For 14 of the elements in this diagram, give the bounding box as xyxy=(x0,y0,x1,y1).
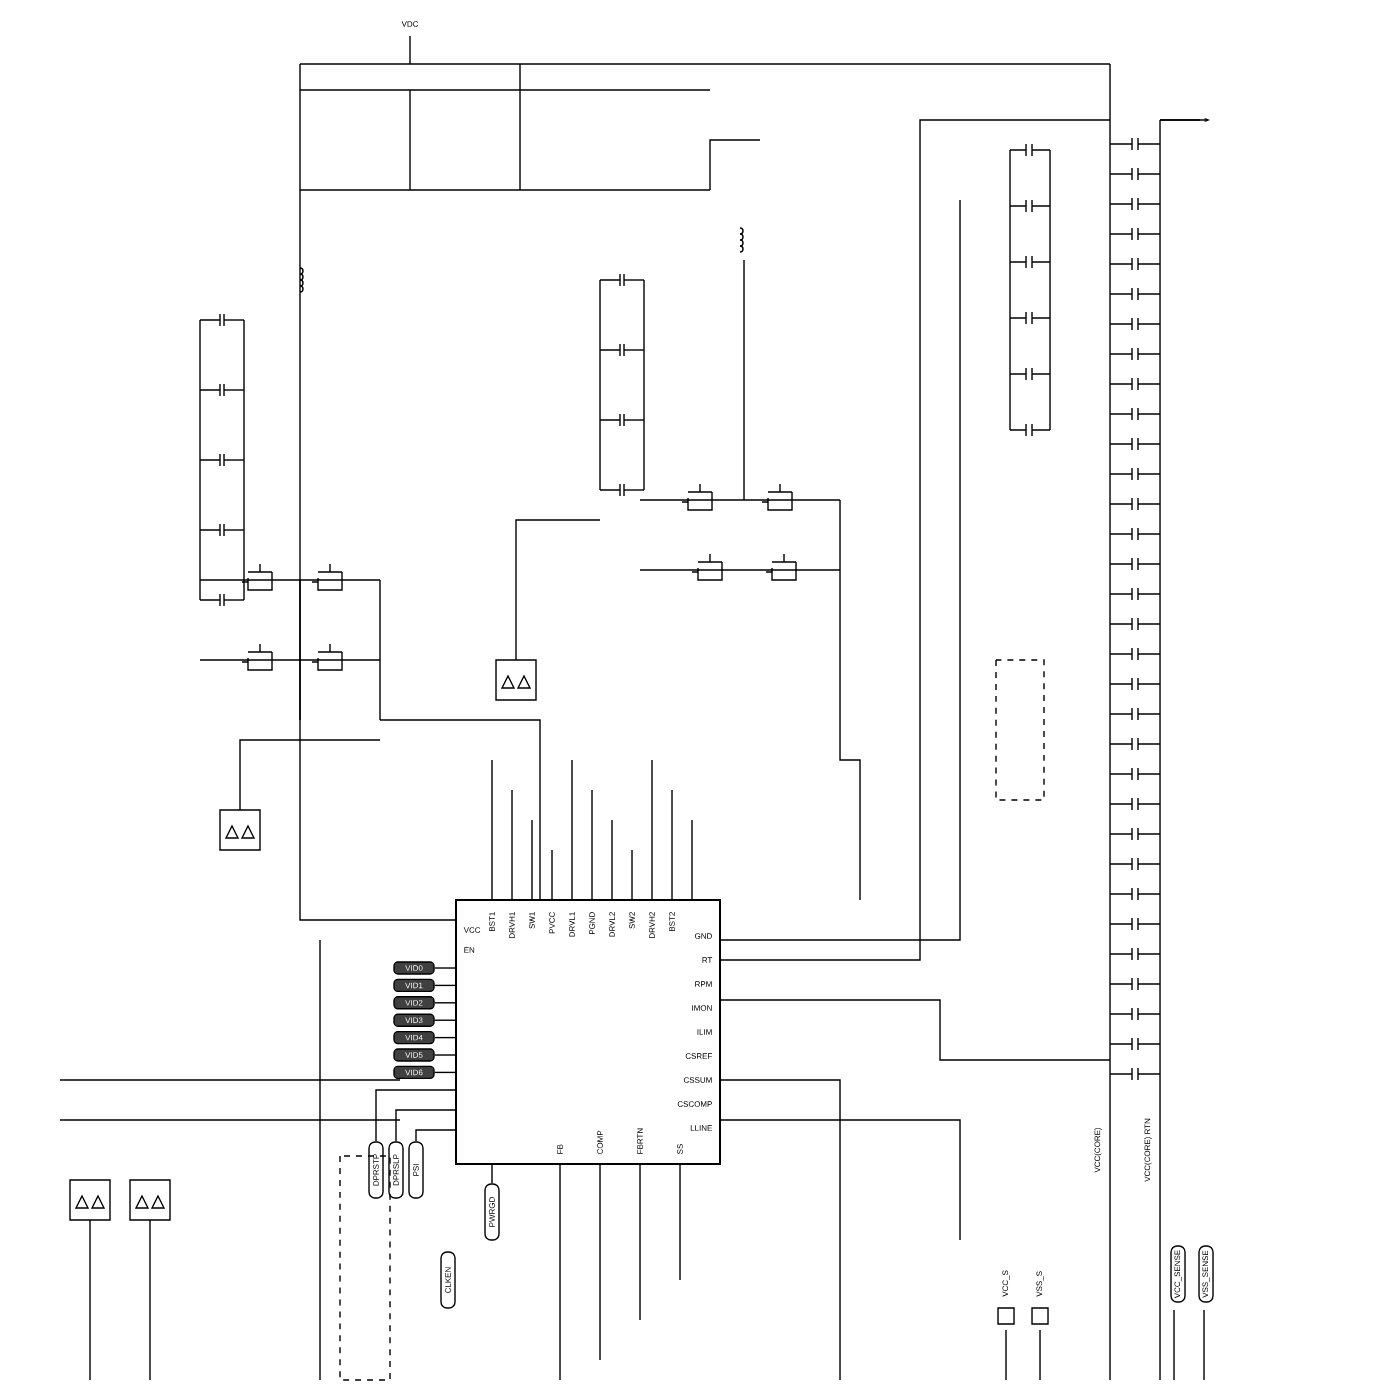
wire xyxy=(434,1071,456,1074)
wire xyxy=(395,1109,456,1142)
wire xyxy=(434,1019,456,1021)
wire xyxy=(434,1054,456,1056)
wire xyxy=(434,1002,456,1004)
ic-chip xyxy=(455,899,721,1165)
wire xyxy=(415,1129,456,1142)
wire xyxy=(434,984,456,987)
wire xyxy=(434,1036,456,1039)
wire xyxy=(375,1089,456,1142)
wire xyxy=(434,967,456,969)
test-pad xyxy=(1031,1307,1049,1325)
test-pad xyxy=(997,1307,1015,1325)
wire xyxy=(491,1164,493,1184)
